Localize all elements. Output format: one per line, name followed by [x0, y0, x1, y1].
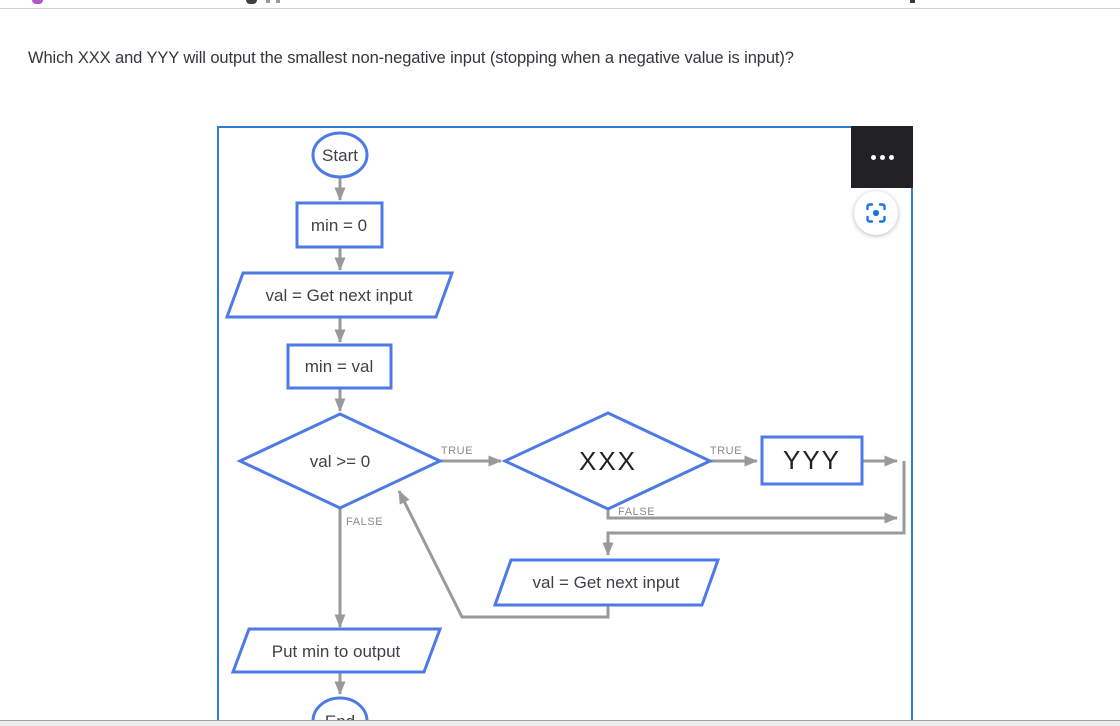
header-divider — [0, 8, 1120, 9]
node-input1: val = Get next input — [224, 271, 455, 319]
activity-icon-fragment — [32, 0, 43, 4]
label-true-decision1: TRUE — [441, 445, 473, 457]
cutoff-header — [0, 0, 1120, 8]
edge-return-to-input2 — [602, 461, 906, 556]
edge-loopback-decision1 — [397, 490, 610, 619]
node-output: Put min to output — [230, 627, 443, 674]
header-right-fragment — [910, 0, 915, 3]
io-shape — [224, 271, 455, 319]
input2-label: val = Get next input — [533, 573, 680, 592]
ellipsis-icon — [879, 154, 885, 160]
node-yyy: YYY — [760, 435, 864, 486]
header-text-fragment — [276, 0, 280, 3]
scan-image-button[interactable] — [854, 191, 898, 235]
viewfinder-scan-icon — [866, 203, 886, 223]
flowchart-figure: TRUE TRUE FALSE FALSE Start min = 0 val … — [217, 126, 913, 726]
assign-label: min = val — [305, 357, 374, 376]
io-shape — [492, 558, 721, 607]
question-text: Which XXX and YYY will output the smalle… — [28, 49, 794, 67]
start-label: Start — [322, 146, 358, 165]
ellipsis-icon — [888, 154, 894, 160]
decision2-label: XXX — [579, 446, 637, 476]
output-label: Put min to output — [272, 642, 401, 661]
header-text-fragment — [266, 0, 270, 3]
input1-label: val = Get next input — [266, 286, 413, 305]
process-shape — [760, 435, 864, 486]
label-true-decision2: TRUE — [710, 445, 742, 457]
decision-shape — [236, 412, 444, 510]
process-shape — [286, 343, 393, 390]
node-decision-xxx: XXX — [501, 411, 714, 511]
node-decision-val: val >= 0 — [236, 412, 444, 510]
ellipsis-icon — [870, 154, 876, 160]
node-assign-min: min = val — [286, 343, 393, 390]
decision-shape — [501, 411, 714, 511]
header-text-fragment — [246, 0, 257, 4]
viewport-bottom-edge — [0, 720, 1120, 726]
node-init-min: min = 0 — [295, 201, 384, 249]
process-shape — [295, 201, 384, 249]
init-label: min = 0 — [311, 216, 367, 235]
more-options-button[interactable] — [851, 126, 913, 188]
label-false-decision1: FALSE — [346, 516, 383, 528]
flowchart: TRUE TRUE FALSE FALSE Start min = 0 val … — [224, 131, 906, 726]
io-shape — [230, 627, 443, 674]
yyy-label: YYY — [783, 445, 841, 475]
edges — [334, 177, 906, 695]
node-start: Start — [311, 131, 369, 179]
decision1-label: val >= 0 — [310, 452, 371, 471]
edge-decision2-false — [606, 509, 898, 524]
label-false-decision2: FALSE — [618, 506, 655, 518]
node-input2: val = Get next input — [492, 558, 721, 607]
start-terminal-shape — [311, 131, 369, 179]
